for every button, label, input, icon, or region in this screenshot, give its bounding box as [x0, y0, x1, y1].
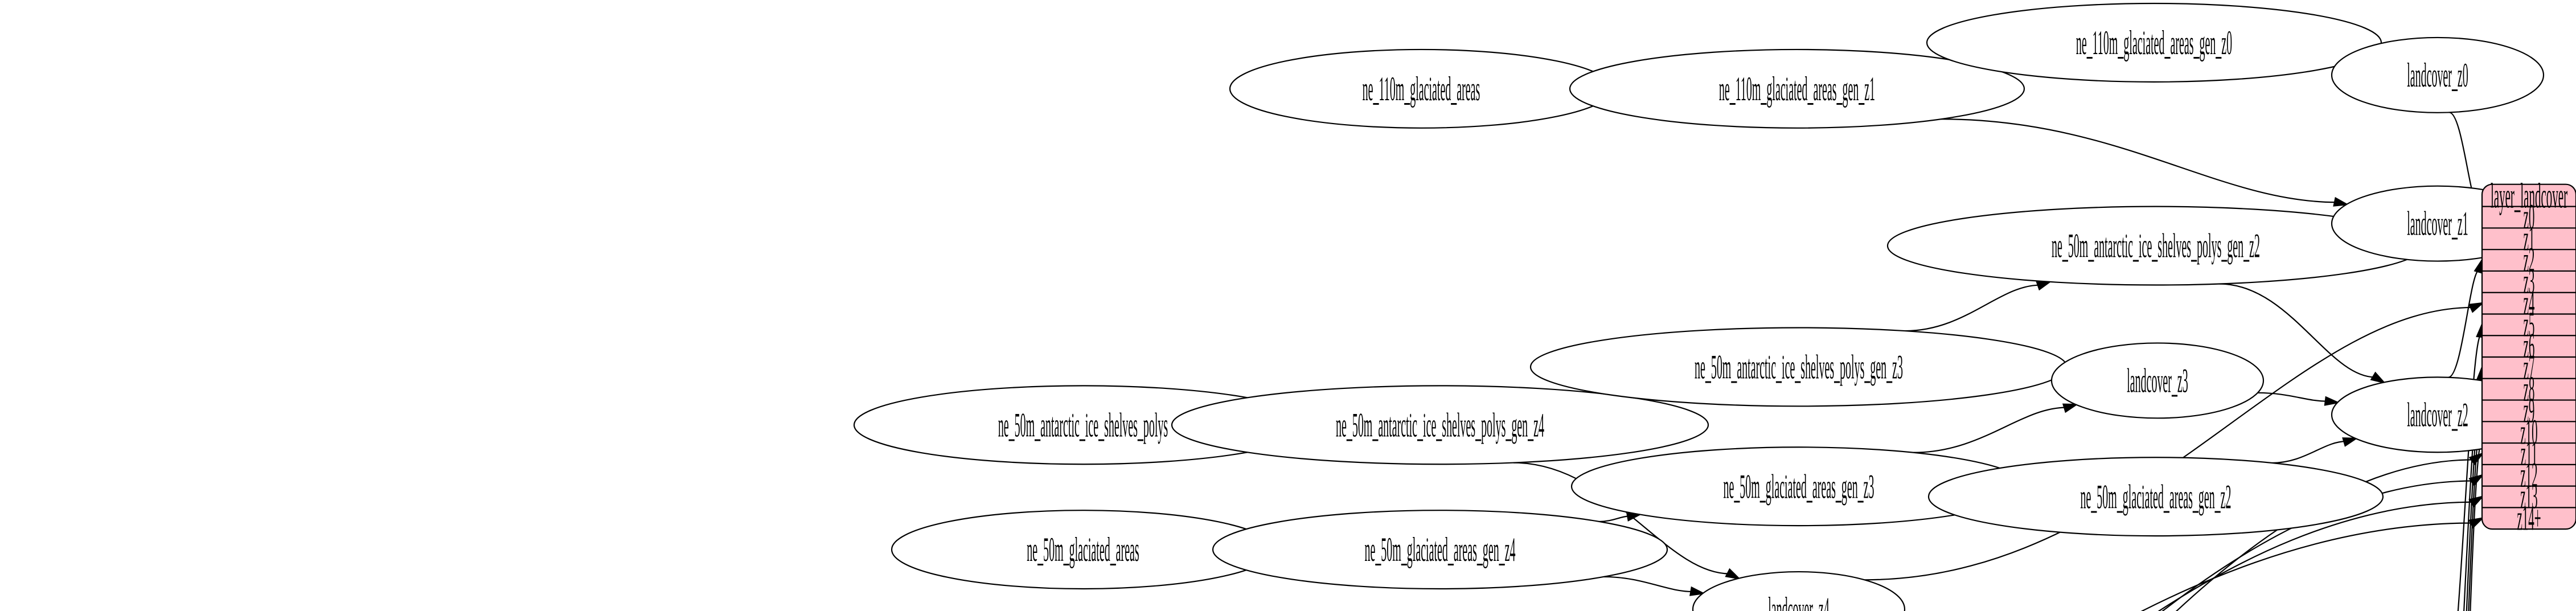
node-shape [1570, 50, 2024, 128]
layer-landcover-table-title: layer_landcover [2491, 176, 2567, 216]
node-label: ne_50m_glaciated_areas [1027, 531, 1139, 569]
node-label: ne_50m_antarctic_ice_shelves_polys_gen_z… [2052, 227, 2260, 265]
arrowhead-icon [2342, 437, 2358, 447]
graph-edge-ne_50m_glaciated_areas_gen_z4-to-landcover_z4 [1603, 577, 1693, 592]
arrowhead-icon [2324, 396, 2341, 406]
graph-node-landcover_z0[interactable]: landcover_z0 [2332, 38, 2544, 113]
table-row[interactable]: z9 [2524, 391, 2535, 431]
arrowhead-icon [1725, 568, 1741, 580]
node-label: landcover_z2 [2407, 396, 2468, 434]
node-shape [1929, 457, 2383, 536]
graph-edge-osm_landcover_gen_z13-to-layer_landcover_z13 [651, 502, 2474, 611]
table-row[interactable]: z7 [2524, 348, 2535, 388]
node-label: landcover_z1 [2407, 204, 2468, 243]
arrowhead-icon [2468, 302, 2485, 313]
layer-landcover-table[interactable]: layer_landcoverz0z1z2z3z4z5z6z7z8z9z10z1… [2482, 176, 2576, 538]
node-shape [2052, 343, 2263, 418]
node-shape [1213, 510, 1667, 589]
table-row[interactable]: z10 [2520, 412, 2537, 452]
table-row[interactable]: z8 [2524, 370, 2535, 409]
table-row[interactable]: z12 [2520, 456, 2537, 495]
arrowhead-icon [1689, 586, 1706, 596]
graph-edge-osm_landcover_gen_z12-to-layer_landcover_z12 [879, 481, 2474, 611]
node-label: ne_50m_glaciated_areas_gen_z3 [1723, 468, 1874, 506]
arrowhead-icon [2468, 516, 2485, 529]
table-row[interactable]: z3 [2524, 262, 2535, 302]
graph-edge-osm_landcover_gen_z9-to-layer_landcover_z9 [2436, 421, 2481, 611]
arrowhead-icon [2474, 257, 2484, 274]
graph-node-ne_50m_glaciated_areas_gen_z4[interactable]: ne_50m_glaciated_areas_gen_z4 [1213, 510, 1667, 589]
node-shape [1693, 572, 1905, 611]
graph-edge-ne_50m_glaciated_areas_gen_z4-to-ne_50m_glaciated_areas_gen_z3 [1599, 516, 1629, 522]
node-label: landcover_z3 [2127, 362, 2188, 400]
graph-edge-ne_110m_glaciated_areas_gen_z1-to-landcover_z1 [1941, 119, 2336, 202]
table-row[interactable]: z4 [2524, 284, 2535, 323]
arrowhead-icon [2370, 371, 2386, 384]
graph-node-ne_110m_glaciated_areas[interactable]: ne_110m_glaciated_areas [1230, 50, 1613, 128]
table-row[interactable]: z0 [2524, 198, 2535, 237]
table-row[interactable]: z5 [2524, 305, 2535, 345]
arrowhead-icon [2333, 196, 2349, 207]
node-shape [1172, 386, 1708, 464]
graph-node-ne_110m_glaciated_areas_gen_z1[interactable]: ne_110m_glaciated_areas_gen_z1 [1570, 50, 2024, 128]
node-label: ne_110m_glaciated_areas_gen_z0 [2076, 23, 2232, 61]
node-label: ne_110m_glaciated_areas [1363, 69, 1480, 108]
node-label: ne_50m_glaciated_areas_gen_z4 [1364, 531, 1515, 569]
table-row[interactable]: z11 [2521, 434, 2538, 474]
table-row[interactable]: z1 [2524, 219, 2535, 259]
node-label: ne_50m_antarctic_ice_shelves_polys_gen_z… [1695, 348, 1903, 386]
graph-edge-ne_50m_glaciated_areas_gen_z3-to-landcover_z3 [1914, 408, 2066, 453]
table-row[interactable]: z6 [2524, 326, 2535, 366]
arrowhead-icon [2062, 403, 2079, 413]
graph-node-ne_110m_glaciated_areas_gen_z0[interactable]: ne_110m_glaciated_areas_gen_z0 [1927, 3, 2381, 82]
graph-edge-landcover_z2-to-layer_landcover_z2 [2448, 270, 2479, 377]
graph-node-ne_50m_glaciated_areas[interactable]: ne_50m_glaciated_areas [892, 510, 1274, 589]
node-label: ne_110m_glaciated_areas_gen_z1 [1719, 69, 1875, 108]
arrowhead-icon [2036, 281, 2053, 291]
node-label: ne_50m_antarctic_ice_shelves_polys_gen_z… [1336, 406, 1544, 444]
graph-edge-osm_landcover_gen_z10-to-layer_landcover_z10 [2436, 442, 2481, 611]
graph-node-ne_50m_glaciated_areas_gen_z2[interactable]: ne_50m_glaciated_areas_gen_z2 [1929, 457, 2383, 536]
graph-node-ne_50m_antarctic_ice_shelves_polys_gen_z4[interactable]: ne_50m_antarctic_ice_shelves_polys_gen_z… [1172, 386, 1708, 464]
node-shape [2332, 38, 2544, 113]
node-label: ne_50m_glaciated_areas_gen_z2 [2080, 478, 2231, 516]
graph-edge-landcover_z3-to-landcover_z2 [2258, 393, 2327, 401]
table-row[interactable]: z14+ [2517, 498, 2541, 538]
graph-edge-ne_50m_antarctic_ice_shelves_polys_gen_z2-to-landcover_z2 [2220, 284, 2375, 378]
graph-edge-osm_landcover_polygon-to-layer_landcover_z14 [289, 523, 2473, 611]
node-label: landcover_z0 [2407, 56, 2468, 94]
graph-node-ne_50m_antarctic_ice_shelves_polys_gen_z3[interactable]: ne_50m_antarctic_ice_shelves_polys_gen_z… [1531, 327, 2067, 406]
graph-edge-ne_50m_glaciated_areas_gen_z2-to-landcover_z2 [2272, 441, 2346, 463]
graph-edge-landcover_z5-to-layer_landcover_z5 [2442, 335, 2481, 611]
node-label: landcover_z4 [1768, 590, 1830, 611]
node-label: ne_50m_antarctic_ice_shelves_polys [998, 406, 1168, 444]
table-row[interactable]: z13 [2520, 477, 2537, 517]
graph-node-landcover_z4[interactable]: landcover_z4 [1693, 572, 1905, 611]
table-row[interactable]: z2 [2524, 240, 2535, 280]
graph-node-landcover_z3[interactable]: landcover_z3 [2052, 343, 2263, 418]
graph-edge-ne_50m_antarctic_ice_shelves_polys_gen_z3-to-ne_50m_antarctic_ice_shelves_polys_gen_z2 [1905, 285, 2040, 331]
nodes-layer: imposm3osm_landcover_polygonsimplify_vw_… [0, 3, 2576, 611]
graph-edge-landcover_z4-to-layer_landcover_z4 [1864, 307, 2472, 580]
